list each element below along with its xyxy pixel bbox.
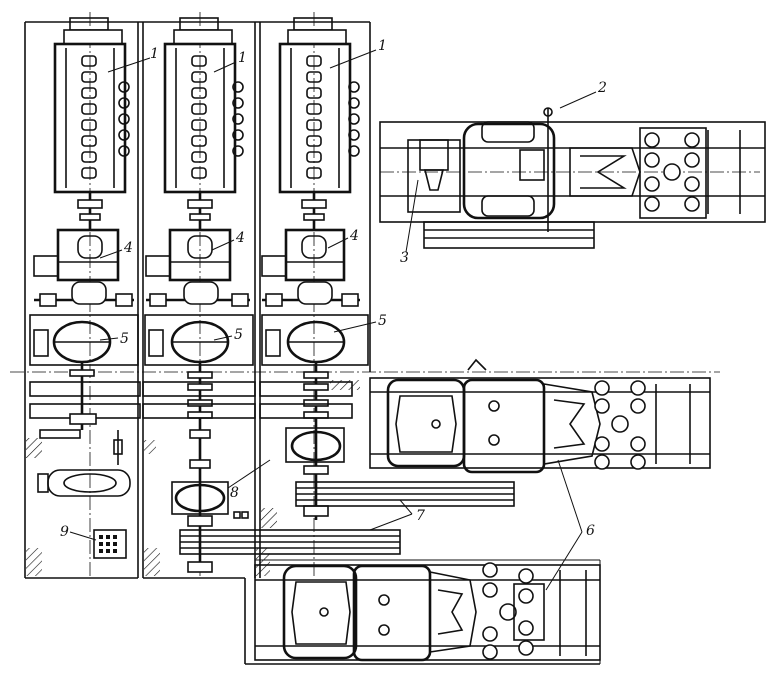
control-panel-9 — [93, 529, 127, 559]
item-labels: 1 1 1 2 3 4 4 4 5 5 5 6 7 8 9 — [60, 38, 607, 540]
label-2: 2 — [597, 80, 607, 96]
label-6: 6 — [586, 523, 595, 539]
label-8: 8 — [230, 485, 239, 501]
label-1c: 1 — [378, 38, 387, 54]
gearbox-3 — [284, 228, 346, 282]
transmission-bars-7 — [179, 481, 515, 555]
generating-unit-2 — [142, 12, 256, 578]
label-5a: 5 — [120, 331, 129, 347]
label-1a: 1 — [150, 46, 159, 62]
lower-bogie — [254, 562, 601, 662]
label-4b: 4 — [235, 230, 245, 246]
label-9: 9 — [60, 524, 69, 540]
label-4a: 4 — [123, 240, 133, 256]
upper-bogie-2 — [379, 107, 766, 249]
label-5c: 5 — [378, 313, 387, 329]
label-5b: 5 — [234, 327, 243, 343]
generating-unit-3 — [259, 12, 369, 578]
gearbox-2 — [168, 228, 232, 282]
middle-bogie — [369, 358, 711, 474]
leader-lines — [69, 49, 597, 591]
label-1b: 1 — [238, 50, 247, 66]
traction-motor-housing — [462, 122, 556, 220]
lower-clutch-8 — [174, 483, 226, 513]
generating-unit-1 — [29, 12, 141, 578]
gearbox-1 — [56, 228, 120, 282]
wall-hatching — [26, 380, 360, 576]
label-3: 3 — [400, 250, 409, 266]
label-7: 7 — [416, 508, 425, 524]
label-4c: 4 — [349, 228, 359, 244]
